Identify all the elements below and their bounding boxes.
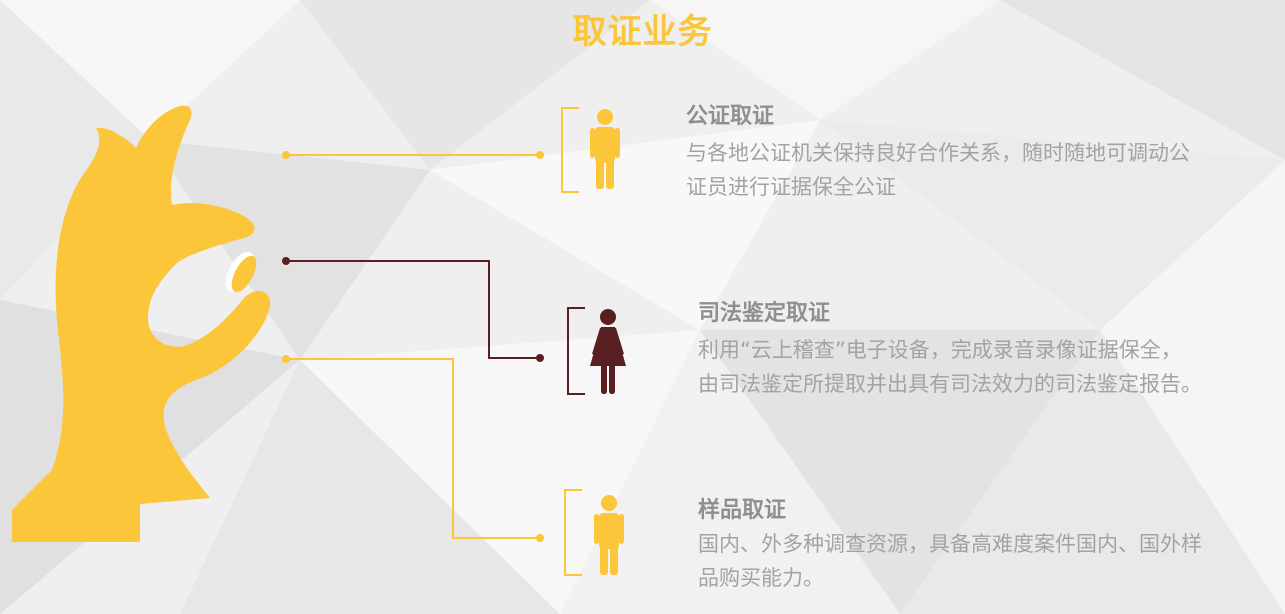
connector-2 — [282, 257, 544, 362]
item-title-notarization: 公证取证 — [686, 104, 775, 129]
desc-line: 国内、外多种调查资源，具备高难度案件国内、国外样 — [698, 532, 1202, 556]
item-desc-sample: 国内、外多种调查资源，具备高难度案件国内、国外样 品购买能力。 — [698, 527, 1202, 595]
connector-3 — [282, 355, 544, 542]
woman-icon — [590, 309, 626, 394]
man-icon — [594, 495, 624, 575]
desc-line: 证员进行证据保全公证 — [686, 175, 896, 199]
item-title-judicial: 司法鉴定取证 — [698, 301, 831, 326]
item-desc-notarization: 与各地公证机关保持良好合作关系，随时随地可调动公 证员进行证据保全公证 — [686, 136, 1190, 204]
desc-line: 品购买能力。 — [698, 566, 824, 590]
desc-line: 利用“云上稽查”电子设备，完成录音录像证据保全， — [698, 338, 1182, 362]
man-icon — [590, 109, 620, 189]
desc-line: 由司法鉴定所提取并出具有司法效力的司法鉴定报告。 — [698, 372, 1202, 396]
hand-with-pill-icon — [12, 105, 271, 543]
bracket-2 — [567, 307, 585, 395]
connector-1 — [282, 151, 544, 159]
bracket-1 — [561, 107, 579, 193]
item-title-sample: 样品取证 — [698, 498, 787, 523]
item-desc-judicial: 利用“云上稽查”电子设备，完成录音录像证据保全， 由司法鉴定所提取并出具有司法效… — [698, 333, 1202, 401]
bracket-3 — [564, 489, 582, 576]
desc-line: 与各地公证机关保持良好合作关系，随时随地可调动公 — [686, 141, 1190, 165]
page-title: 取证业务 — [572, 12, 713, 52]
